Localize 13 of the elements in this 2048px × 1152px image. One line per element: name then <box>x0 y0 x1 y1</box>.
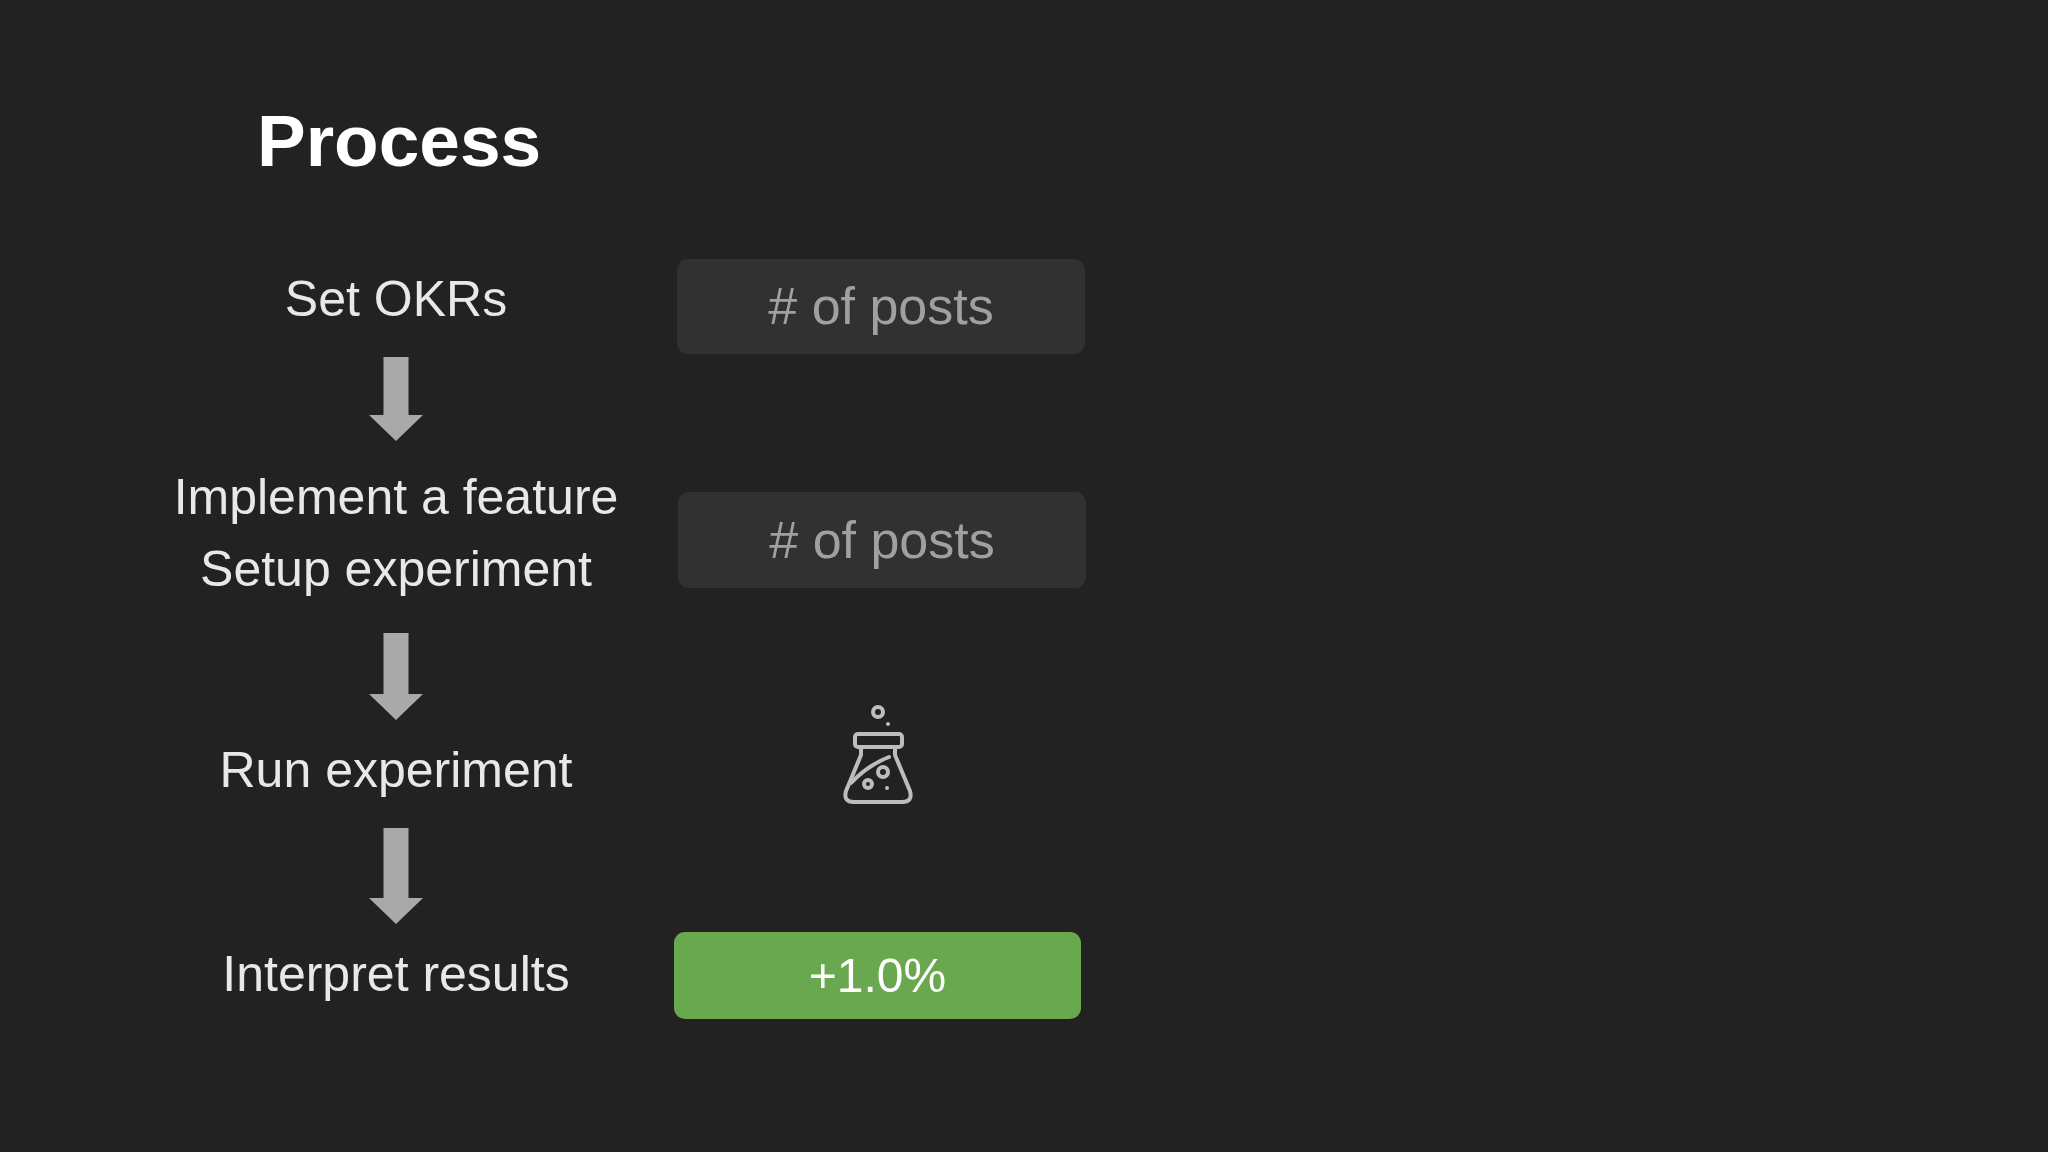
step-label: Set OKRs <box>284 263 508 335</box>
step-label: Setup experiment <box>200 540 592 599</box>
result-badge: +1.0% <box>674 932 1081 1019</box>
step-label: Run experiment <box>219 734 573 806</box>
metric-tile: # of posts <box>678 492 1086 588</box>
arrow <box>369 828 423 924</box>
step-label: Implement a feature <box>173 468 619 527</box>
arrow <box>369 633 423 720</box>
metric-tile: # of posts <box>677 259 1085 354</box>
slide-title: Process <box>257 99 542 183</box>
flask-icon <box>842 705 914 805</box>
step-label: Interpret results <box>222 938 570 1010</box>
arrow <box>369 357 423 441</box>
